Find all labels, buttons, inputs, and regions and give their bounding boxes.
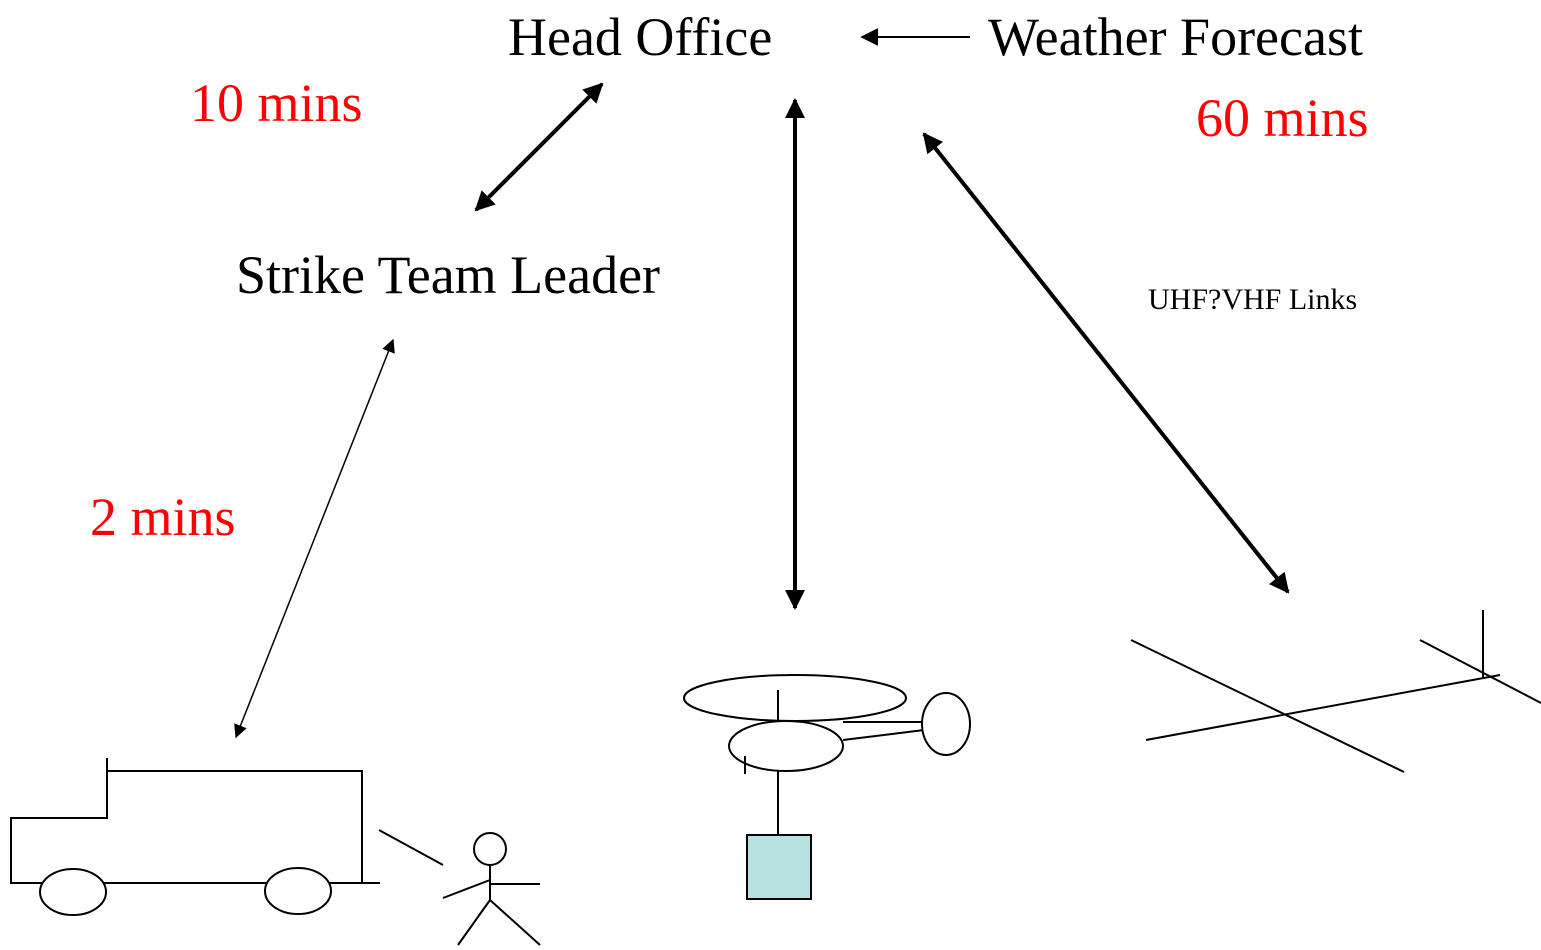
uhf-vhf-links-label: UHF?VHF Links	[1148, 283, 1358, 316]
head-office-label: Head Office	[508, 7, 773, 67]
airplane-icon	[1130, 610, 1541, 773]
helicopter-icon	[683, 674, 971, 835]
weather-forecast-label: Weather Forecast	[988, 7, 1363, 67]
head-office-leader-time: 10 mins	[190, 73, 363, 133]
fire-truck-icon	[10, 758, 380, 916]
water-bucket-icon	[746, 834, 812, 900]
head-office-leader-arrow	[474, 82, 604, 212]
weather-time: 60 mins	[1196, 88, 1369, 148]
leader-truck-time: 2 mins	[90, 487, 236, 547]
head-office-airplane-arrow	[922, 132, 1290, 594]
hose-line	[378, 829, 444, 866]
strike-team-leader-label: Strike Team Leader	[236, 245, 661, 305]
leader-truck-arrow	[234, 338, 395, 739]
firefighter-icon	[442, 832, 541, 946]
